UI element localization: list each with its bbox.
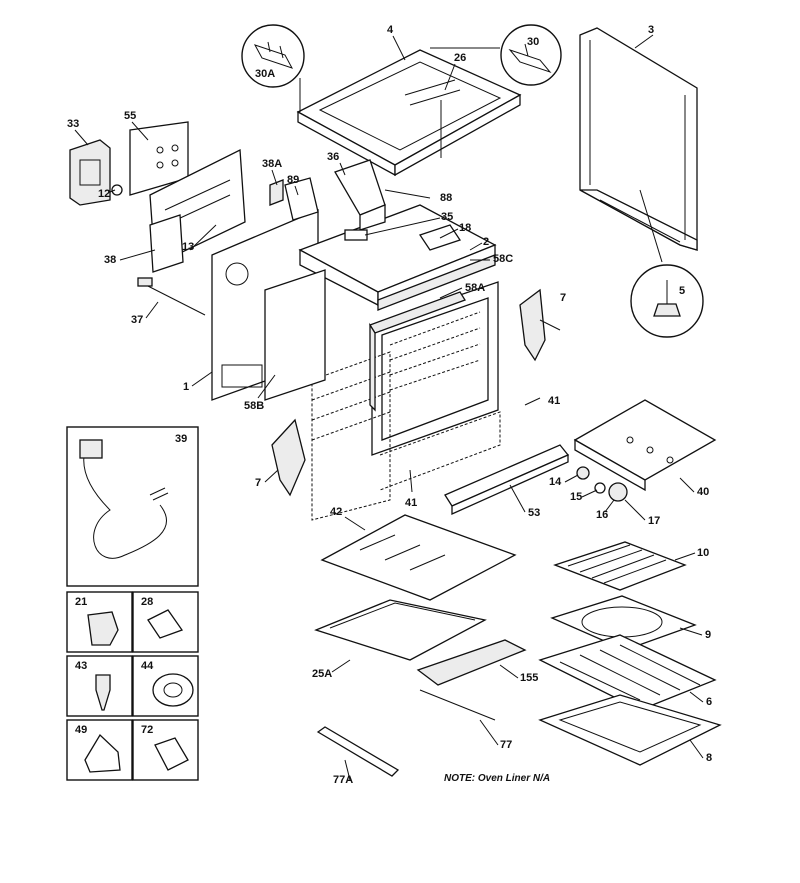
callout-8: 8	[706, 752, 712, 764]
grommet-part-12	[111, 184, 123, 196]
callout-40: 40	[697, 486, 709, 498]
callout-42: 42	[330, 506, 342, 518]
callout-30a: 30A	[255, 68, 275, 80]
callout-9: 9	[705, 629, 711, 641]
callout-2: 2	[483, 236, 489, 248]
detail-circle-5	[630, 264, 704, 338]
bottom-panel-part-42	[320, 514, 517, 601]
top-panel-part-4	[296, 49, 522, 177]
callout-55: 55	[124, 110, 136, 122]
wire-part-37	[137, 277, 206, 316]
detail-circle-30	[430, 24, 562, 86]
part-35	[344, 229, 368, 241]
lower-frame-dashed	[311, 351, 501, 521]
callout-38a: 38A	[262, 158, 282, 170]
callout-58a: 58A	[465, 282, 485, 294]
clip-part-38a	[269, 179, 284, 206]
callout-155: 155	[520, 672, 538, 684]
callout-49: 49	[75, 724, 87, 736]
callout-88: 88	[440, 192, 452, 204]
callout-13: 13	[182, 241, 194, 253]
callout-14: 14	[549, 476, 562, 488]
callout-37: 37	[131, 314, 143, 326]
leader-41b	[409, 469, 413, 493]
cover-part-38	[149, 214, 184, 273]
callout-3: 3	[648, 24, 654, 36]
cabinet-front-frame	[371, 281, 499, 456]
callout-58c: 58C	[493, 253, 513, 265]
callout-77: 77	[500, 739, 512, 751]
callout-18: 18	[459, 222, 471, 234]
leader-41a	[524, 397, 541, 406]
callout-30: 30	[527, 36, 539, 48]
insulation-part-58c	[377, 254, 496, 311]
callout-39: 39	[175, 433, 187, 445]
callout-leaders	[74, 34, 704, 781]
callout-43: 43	[75, 660, 87, 672]
knob-set-14-17	[576, 466, 628, 502]
drawer-frame-part-25a	[314, 599, 487, 661]
hinge-part-7-upper	[519, 288, 561, 362]
callout-6: 6	[706, 696, 712, 708]
callout-38: 38	[104, 254, 116, 266]
small-parts-grid	[66, 591, 199, 781]
callout-4: 4	[387, 24, 394, 36]
callout-7-upper: 7	[560, 292, 566, 304]
callout-26: 26	[454, 52, 466, 64]
callout-53: 53	[528, 507, 540, 519]
bracket-part-89	[284, 177, 319, 221]
callout-41-upper: 41	[548, 395, 560, 407]
callout-1: 1	[183, 381, 189, 393]
oven-rack-part-6	[538, 634, 717, 711]
control-bracket-part-40	[573, 399, 717, 492]
callout-15: 15	[570, 491, 582, 503]
callout-36: 36	[327, 151, 339, 163]
callout-72: 72	[141, 724, 153, 736]
callout-77a: 77A	[333, 774, 353, 786]
callout-35: 35	[441, 211, 453, 223]
callout-12: 12	[98, 188, 110, 200]
power-cord-part-39	[79, 439, 169, 559]
callout-28: 28	[141, 596, 153, 608]
element-part-155	[416, 639, 527, 721]
detail-circle-30a	[241, 24, 305, 112]
vent-duct-part-36	[334, 159, 386, 231]
side-panel-part-3	[579, 27, 698, 263]
terminal-block-part-33	[69, 139, 111, 206]
insulation-part-58a	[369, 291, 466, 412]
callout-89: 89	[287, 174, 299, 186]
broiler-grid-part-10	[553, 541, 687, 591]
callout-58b: 58B	[244, 400, 264, 412]
callout-10: 10	[697, 547, 709, 559]
callout-17: 17	[648, 515, 660, 527]
callout-21: 21	[75, 596, 87, 608]
callout-41-lower: 41	[405, 497, 417, 509]
screw-part-88	[384, 189, 431, 199]
oven-bottom-part-8	[538, 694, 722, 766]
callout-5: 5	[679, 285, 685, 297]
drawer-rail-part-53	[444, 444, 570, 516]
side-insulation-part-58b	[264, 269, 326, 401]
callout-7-lower: 7	[255, 477, 261, 489]
callout-44: 44	[141, 660, 154, 672]
drawer-front-part-77a	[316, 726, 400, 777]
hinge-part-7-lower	[271, 418, 306, 497]
oven-liner-note: NOTE: Oven Liner N/A	[444, 773, 550, 784]
callout-25a: 25A	[312, 668, 332, 680]
callout-33: 33	[67, 118, 79, 130]
leader-13	[189, 224, 217, 251]
